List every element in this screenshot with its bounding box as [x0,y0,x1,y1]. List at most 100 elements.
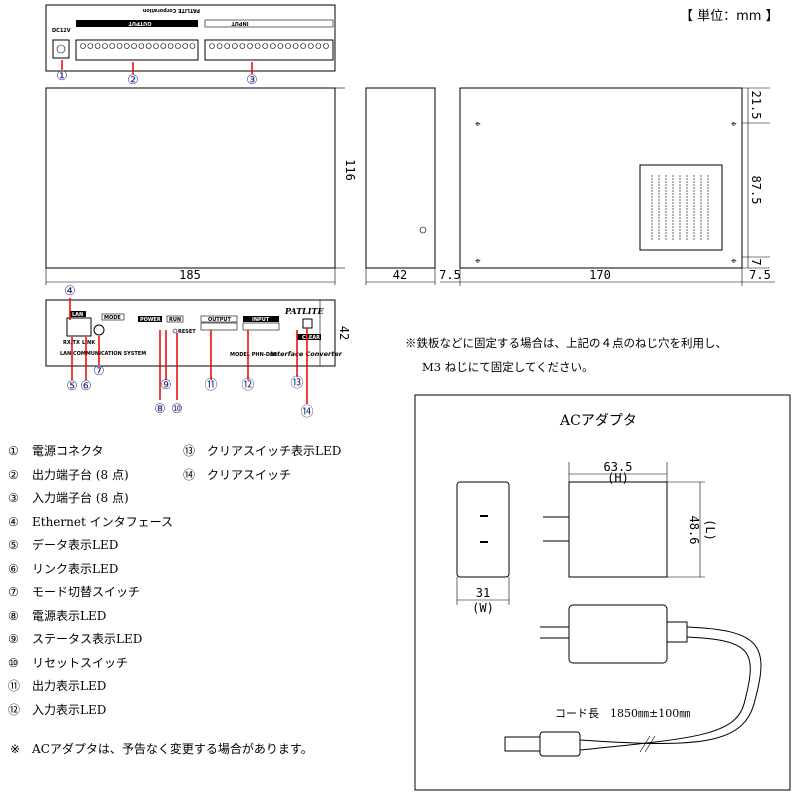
svg-text:RESET: RESET [178,329,196,335]
legend-item: ⑭ クリアスイッチ [183,466,291,483]
input-terminal-screw [247,43,253,49]
output-terminal-screw [116,43,123,49]
svg-text:MODE: MODE [104,315,121,321]
svg-text:42: 42 [337,326,351,340]
svg-text:INPUT: INPUT [231,20,249,26]
svg-text:LAN: LAN [72,312,83,318]
input-terminal-screw [224,43,230,49]
legend-item: ⑬ クリアスイッチ表示LED [183,442,341,459]
output-terminal-screw [87,43,94,49]
input-terminal-screw [307,43,314,49]
svg-text:170: 170 [589,268,611,282]
svg-text:DC12V: DC12V [52,28,71,34]
unit-label: 【 単位：mm 】 [680,8,779,24]
legend-label: クリアスイッチ表示LED [207,444,342,458]
output-terminal-screw [80,43,86,49]
output-terminal-screw [182,43,188,49]
svg-text:7: 7 [749,258,763,265]
legend-number: ⑨ [8,632,19,646]
legend-item: ⑨ ステータス表示LED [8,630,142,647]
legend-label: 出力端子台 (8 点) [32,467,129,482]
ac-adapter-panel: ACアダプタ 31 (W) 63.5 (H) 48.6 (L) コード長 185… [414,394,791,791]
output-terminal-screw [138,43,145,49]
svg-text:⌖: ⌖ [731,256,737,267]
output-terminal-screw [153,43,159,49]
callout-7: ⑦ [93,364,105,379]
callout-1: ① [56,69,68,84]
legend-number: ⑭ [183,467,196,482]
svg-text:PATLITE: PATLITE [284,306,324,316]
callout-8: ⑧ [154,402,166,417]
svg-text:21.5: 21.5 [749,91,763,120]
legend-number: ② [8,467,19,482]
callout-12: ⑫ [241,378,254,393]
legend-number: ⑬ [183,444,196,458]
callout-3: ③ [246,73,258,88]
rear-view: ⌖⌖ ⌖⌖ 21.5 87.5 7 7.5 170 7.5 [439,87,775,286]
svg-text:CLEAR: CLEAR [302,335,320,341]
callout-11: ⑪ [204,378,217,393]
legend-item: ⑤ データ表示LED [8,536,118,553]
legend-label: 電源表示LED [32,608,107,623]
legend-number: ⑦ [8,585,19,599]
input-terminal-screw [285,43,291,49]
legend-label: 電源コネクタ [32,444,104,458]
callout-6: ⑥ [80,379,92,394]
legend-label: クリアスイッチ [207,467,292,482]
legend-label: モード切替スイッチ [32,585,141,599]
legend-number: ⑥ [8,561,19,576]
top-view: PATLITE Corporation OUTPUT INPUT DC12V [45,4,336,72]
legend-label: リンク表示LED [32,561,119,576]
legend-number: ④ [8,514,19,529]
svg-text:PATLITE Corporation: PATLITE Corporation [142,7,200,13]
legend-number: ⑧ [8,608,19,623]
output-terminal-screw [131,43,137,49]
input-terminal-screw [232,43,238,49]
legend-item: ③ 入力端子台 (8 点) [8,489,129,506]
mount-note-line-2: M3 ねじにて固定してください。 [422,360,594,374]
input-terminal-screw [254,43,261,49]
svg-text:POWER: POWER [140,317,161,323]
svg-text:7.5: 7.5 [749,268,771,282]
side-view: 42 [365,87,436,285]
legend-number: ⑤ [8,538,19,552]
svg-text:⌖: ⌖ [475,256,481,267]
legend-item: ⑩ リセットスイッチ [8,654,128,671]
input-terminal-screw [323,43,329,49]
legend-label: Ethernet インタフェース [32,514,174,529]
svg-text:116: 116 [343,159,357,181]
svg-text:7.5: 7.5 [439,268,461,282]
legend-label: データ表示LED [32,538,119,552]
output-terminal-screw [94,43,101,49]
legend-item: ④ Ethernet インタフェース [8,513,173,530]
legend-label: ステータス表示LED [32,632,143,646]
output-terminal-screw [124,43,130,49]
input-terminal-screw [277,43,284,49]
svg-text:LAN COMMUNICATION SYSTEM: LAN COMMUNICATION SYSTEM [60,351,146,357]
product-label [639,164,723,251]
svg-text:(H): (H) [607,471,629,485]
svg-text:INPUT: INPUT [252,317,270,323]
legend-label: リセットスイッチ [32,655,129,670]
mount-note-line-1: ※鉄板などに固定する場合は、上記の４点のねじ穴を利用し、 [405,336,727,350]
legend-number: ⑩ [8,655,19,670]
legend-label: 入力端子台 (8 点) [32,491,129,505]
ac-adapter-note: ※ ACアダプタは、予告なく変更する場合があります。 [10,742,313,756]
svg-text:OUTPUT: OUTPUT [208,317,231,323]
svg-text:(W): (W) [472,601,494,615]
input-terminal-screw [216,43,223,49]
legend-number: ③ [8,491,19,505]
legend-item: ⑦ モード切替スイッチ [8,583,140,600]
input-terminal-screw [209,43,215,49]
front-view: 116 185 [45,87,427,285]
svg-text:31: 31 [476,586,490,600]
callout-10: ⑩ [171,402,183,417]
svg-text:RUN: RUN [169,317,181,323]
callout-9: ⑨ [160,378,172,393]
legend-item: ⑥ リンク表示LED [8,560,118,577]
